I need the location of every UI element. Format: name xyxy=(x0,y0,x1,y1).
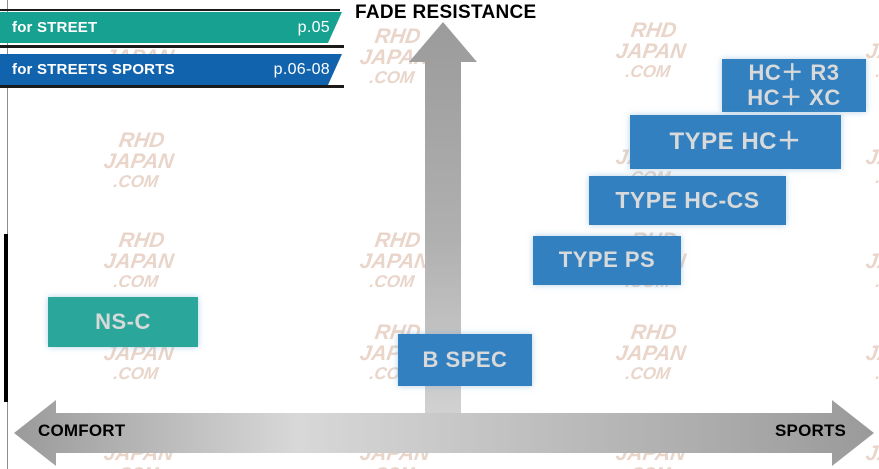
product-box-label: TYPE HC-CS xyxy=(615,186,760,213)
watermark-line2: JAPAN xyxy=(864,146,879,170)
watermark-line2: JAPAN xyxy=(614,40,688,64)
banner-title: for STREET xyxy=(12,19,98,36)
comfort-sports-axis-arrow-icon xyxy=(14,400,874,466)
banner-for-street[interactable]: for STREET p.05 xyxy=(0,12,342,43)
product-box-label: B SPEC xyxy=(422,346,508,372)
watermark-line1: RHD xyxy=(847,230,879,251)
product-box-type-hc-plus[interactable]: TYPE HC＋ xyxy=(630,115,841,169)
banner-top-divider xyxy=(0,9,340,11)
product-box-b-spec[interactable]: B SPEC xyxy=(398,334,532,386)
watermark-line1: RHD xyxy=(629,19,679,42)
vertical-axis-title: FADE RESISTANCE xyxy=(355,2,537,23)
banner-bottom-divider xyxy=(0,85,344,88)
watermark-line3: .COM xyxy=(874,271,879,291)
left-rule-thick xyxy=(4,234,8,402)
watermark-line2: JAPAN xyxy=(102,250,176,274)
banner-for-streets-sports[interactable]: for STREETS SPORTS p.06-08 xyxy=(0,54,342,85)
watermark-line3: .COM xyxy=(112,363,160,383)
watermark-line3: .COM xyxy=(624,61,672,81)
watermark-line1: RHD xyxy=(117,129,167,152)
watermark: RHD JAPAN .COM xyxy=(842,126,879,186)
axis-label-sports: SPORTS xyxy=(775,421,847,440)
watermark-line3: .COM xyxy=(112,271,160,291)
watermark: RHD JAPAN .COM xyxy=(592,321,710,383)
product-box-label: TYPE PS xyxy=(558,247,656,273)
watermark-line1: RHD xyxy=(117,229,167,252)
watermark: RHD JAPAN .COM xyxy=(592,19,710,81)
watermark-line1: RHD xyxy=(847,20,879,41)
watermark-line3: .COM xyxy=(624,363,672,383)
banner-title: for STREETS SPORTS xyxy=(12,61,175,78)
watermark-line3: .COM xyxy=(874,363,879,383)
watermark-line3: .COM xyxy=(874,167,879,187)
watermark-line1: RHD xyxy=(847,322,879,343)
banner-mid-divider xyxy=(0,45,344,48)
product-box-hc-plus-r3-xc[interactable]: HC＋ R3 HC＋ XC xyxy=(722,59,866,112)
product-box-label-line2: HC＋ XC xyxy=(747,84,841,110)
product-box-label: NS-C xyxy=(95,308,151,334)
watermark-line1: RHD xyxy=(629,321,679,344)
banner-page-ref: p.06-08 xyxy=(273,60,330,78)
watermark-line2: JAPAN xyxy=(864,250,879,274)
watermark-line1: RHD xyxy=(847,126,879,147)
watermark: RHD JAPAN .COM xyxy=(842,230,879,290)
product-box-ns-c[interactable]: NS-C xyxy=(48,297,198,347)
watermark: RHD JAPAN .COM xyxy=(80,129,198,191)
watermark-line2: JAPAN xyxy=(614,342,688,366)
product-box-label: TYPE HC＋ xyxy=(669,127,802,155)
product-box-type-hc-cs[interactable]: TYPE HC-CS xyxy=(589,176,786,225)
product-box-label-line1: HC＋ R3 xyxy=(748,59,840,85)
watermark-line3: .COM xyxy=(112,171,160,191)
axis-label-comfort: COMFORT xyxy=(38,421,126,440)
watermark-line2: JAPAN xyxy=(864,342,879,366)
product-box-type-ps[interactable]: TYPE PS xyxy=(533,236,681,285)
watermark: RHD JAPAN .COM xyxy=(842,322,879,382)
watermark-line2: JAPAN xyxy=(102,150,176,174)
fade-resistance-axis-arrow-icon xyxy=(409,22,477,417)
watermark: RHD JAPAN .COM xyxy=(80,229,198,291)
banner-page-ref: p.05 xyxy=(297,18,330,36)
